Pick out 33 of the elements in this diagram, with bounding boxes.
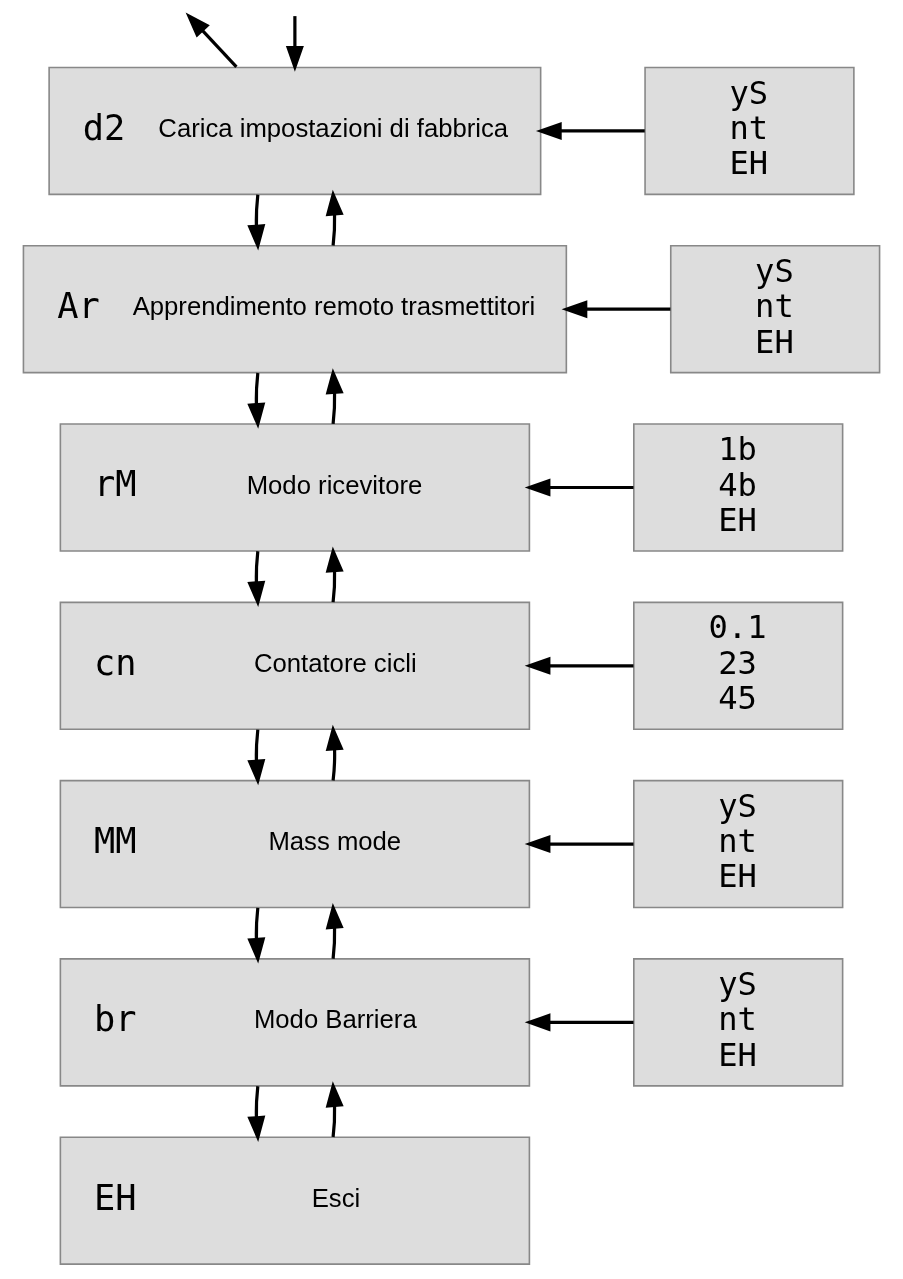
node-box: yS nt EH [669, 244, 881, 374]
node-box: cn Contatore cicli [59, 601, 531, 731]
arrow [325, 189, 344, 246]
arrow [325, 546, 344, 603]
arrow [524, 656, 634, 675]
node-box: rM Modo ricevitore [59, 423, 531, 552]
arrow [325, 1081, 344, 1138]
arrow [524, 835, 634, 854]
arrow [524, 1013, 634, 1032]
arrow [247, 372, 266, 429]
node-box: yS nt EH [633, 779, 844, 909]
arrow [185, 12, 238, 68]
node-box: yS nt EH [633, 958, 844, 1087]
node-box: br Modo Barriera [59, 958, 531, 1087]
arrow [561, 300, 671, 319]
node-box: MM Mass mode [59, 779, 531, 909]
node-box: yS nt EH [644, 66, 855, 196]
node-box: EH Esci [59, 1136, 531, 1265]
arrow [247, 551, 266, 607]
arrow [247, 194, 266, 251]
arrow [325, 724, 344, 781]
node-box: 1b 4b EH [633, 423, 844, 552]
arrow [524, 478, 634, 497]
arrow [247, 1086, 266, 1142]
node-box: 0.1 23 45 [633, 601, 844, 731]
arrow [247, 729, 266, 786]
arrow [325, 368, 344, 425]
node-box: d2 Carica impostazioni di fabbrica [48, 66, 542, 196]
arrow [325, 903, 344, 959]
arrow [247, 907, 266, 964]
node-box: Ar Apprendimento remoto trasmettitori [22, 244, 568, 374]
arrow [285, 16, 304, 72]
arrow [535, 121, 645, 140]
